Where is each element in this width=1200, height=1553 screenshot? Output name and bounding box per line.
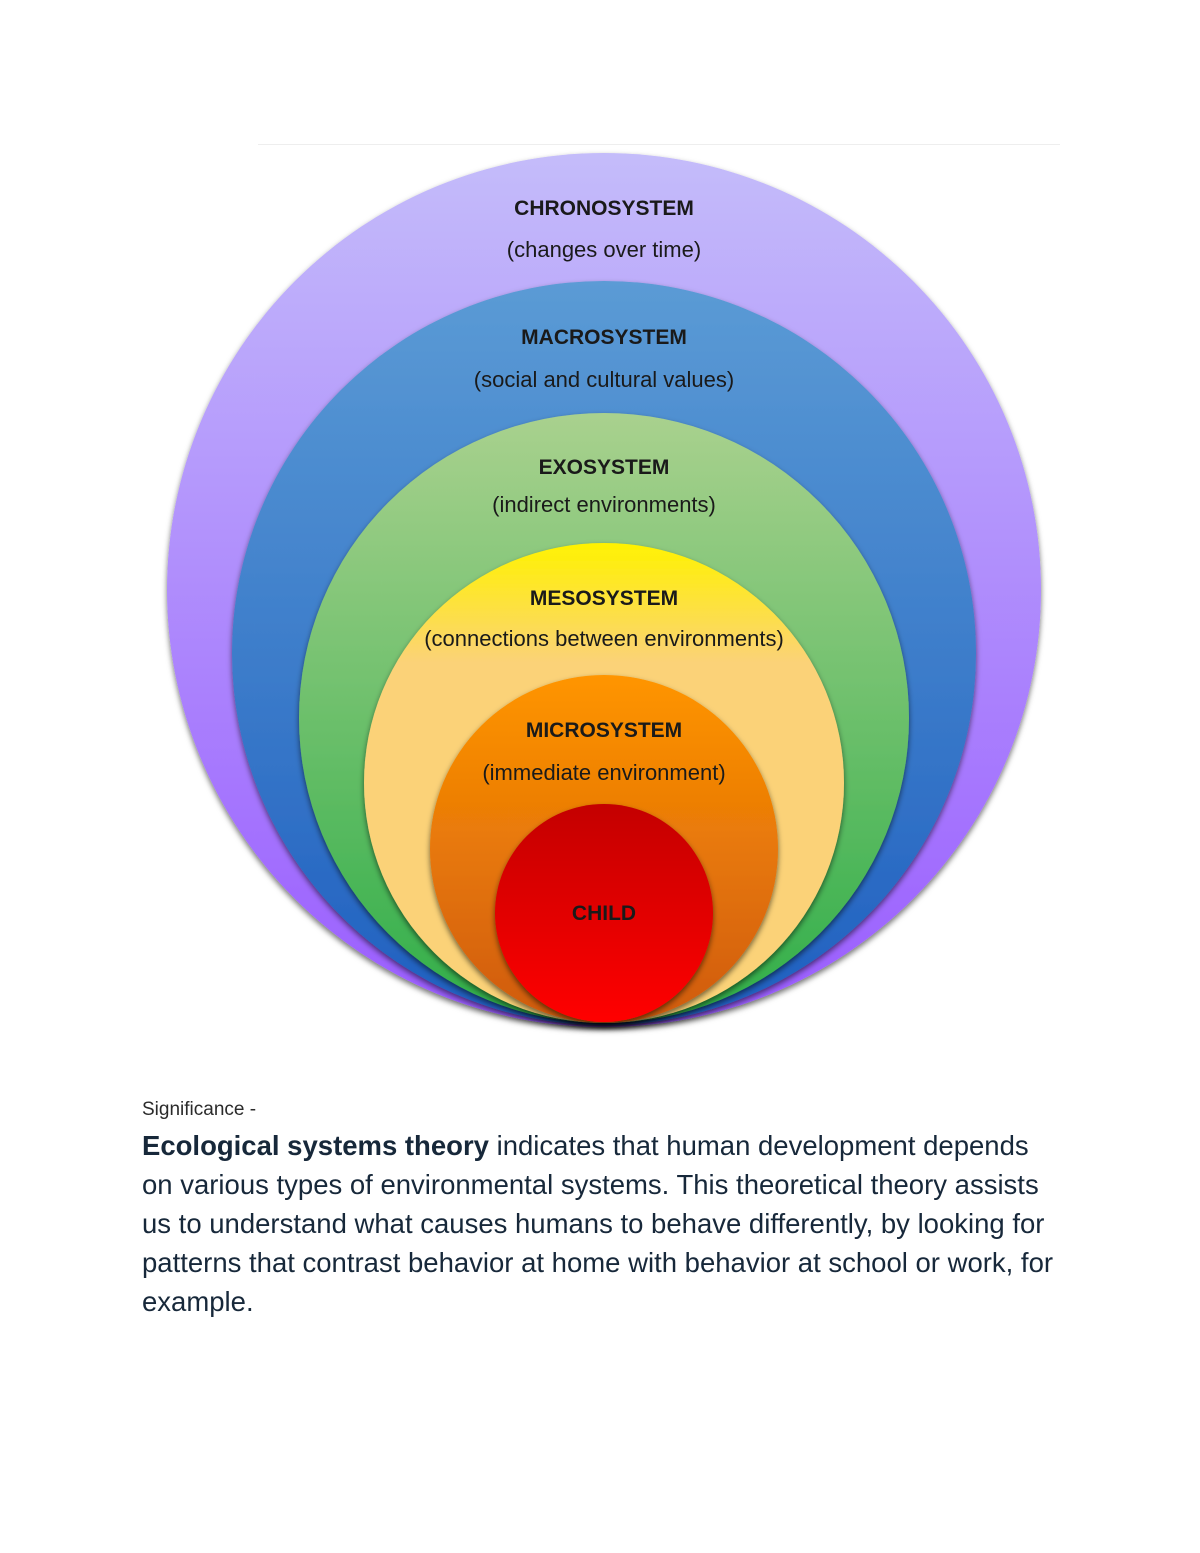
- exosystem-subtitle: (indirect environments): [492, 492, 716, 517]
- mesosystem-subtitle: (connections between environments): [424, 626, 784, 651]
- microsystem-subtitle: (immediate environment): [482, 760, 725, 785]
- ecological-systems-diagram: CHRONOSYSTEM (changes over time) MACROSY…: [167, 153, 1041, 1027]
- macrosystem-title: MACROSYSTEM: [521, 326, 687, 349]
- divider-line: [258, 144, 1060, 145]
- child-circle: [495, 804, 713, 1022]
- microsystem-title: MICROSYSTEM: [526, 719, 682, 742]
- mesosystem-title: MESOSYSTEM: [530, 587, 678, 610]
- chronosystem-subtitle: (changes over time): [507, 237, 701, 262]
- exosystem-title: EXOSYSTEM: [539, 456, 670, 479]
- chronosystem-title: CHRONOSYSTEM: [514, 197, 694, 220]
- child-title: CHILD: [572, 902, 636, 925]
- bold-term: Ecological systems theory: [142, 1130, 489, 1161]
- significance-paragraph: Ecological systems theory indicates that…: [142, 1126, 1062, 1321]
- significance-heading: Significance -: [142, 1099, 257, 1120]
- paragraph-text: indicates that human development depends…: [142, 1130, 1054, 1317]
- macrosystem-subtitle: (social and cultural values): [474, 367, 734, 392]
